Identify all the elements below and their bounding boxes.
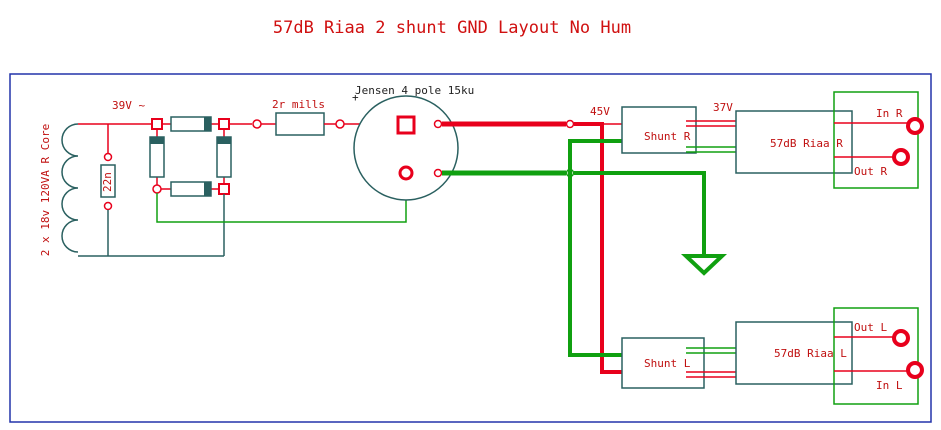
v45-label: 45V [590, 105, 610, 118]
riaa-l-label: 57dB Riaa L [774, 347, 847, 360]
bridge-rectifier [149, 116, 232, 256]
capacitor-label: Jensen 4 pole 15ku [355, 84, 474, 97]
ground-star-wire [574, 171, 706, 256]
snubber-cap-label: 22n [101, 172, 114, 192]
jensen-capacitor [353, 95, 459, 201]
v37-label: 37V [713, 101, 733, 114]
snubber-capacitor [100, 124, 116, 256]
ground-to-shunts [568, 139, 622, 357]
transformer-label: 2 x 18v 120VA R Core [39, 124, 52, 256]
shunt-l-label: Shunt L [644, 357, 691, 370]
out-r-label: Out R [854, 165, 887, 178]
rca-in-l [834, 361, 924, 379]
rca-out-l [834, 329, 910, 347]
rca-in-r [834, 117, 924, 135]
shunt-r-label: Shunt R [644, 130, 691, 143]
in-r-label: In R [876, 107, 903, 120]
ground-symbol [680, 254, 728, 276]
schematic-title: 57dB Riaa 2 shunt GND Layout No Hum [273, 18, 631, 38]
riaa-r-label: 57dB Riaa R [770, 137, 843, 150]
riaa-r-shield [833, 91, 919, 189]
capacitor-plus-sign: + [352, 91, 359, 104]
resistor-label: 2r mills [272, 98, 325, 111]
riaa-l-box [735, 321, 853, 385]
out-l-label: Out L [854, 321, 887, 334]
rca-out-r [834, 148, 910, 166]
in-l-label: In L [876, 379, 903, 392]
border-frame [9, 73, 932, 423]
ac-voltage-label: 39V ~ [112, 99, 145, 112]
positive-node [565, 119, 575, 129]
shunt-l-box [621, 337, 705, 389]
riaa-l-shield [833, 307, 919, 405]
positive-to-shunt-l [574, 122, 622, 374]
transformer-coil [61, 123, 79, 253]
shunt-r-box [621, 106, 697, 154]
riaa-r-box [735, 110, 853, 174]
